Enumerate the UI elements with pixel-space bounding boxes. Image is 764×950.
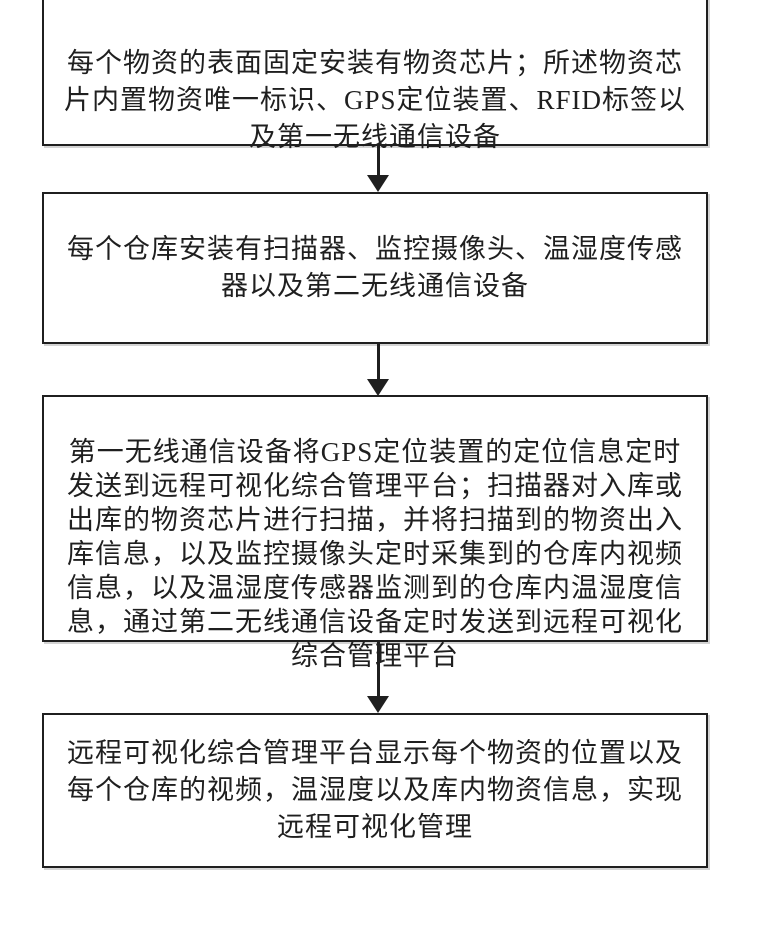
step-box-4: 远程可视化综合管理平台显示每个物资的位置以及 每个仓库的视频，温湿度以及库内物资… bbox=[42, 713, 708, 868]
step-text-3: 第一无线通信设备将GPS定位装置的定位信息定时 发送到远程可视化综合管理平台；扫… bbox=[67, 437, 683, 671]
arrow-shaft bbox=[376, 344, 380, 379]
flow-arrow-2 bbox=[367, 344, 389, 396]
step-box-3: 第一无线通信设备将GPS定位装置的定位信息定时 发送到远程可视化综合管理平台；扫… bbox=[42, 395, 708, 671]
arrow-shaft bbox=[376, 146, 380, 175]
step-text-4: 远程可视化综合管理平台显示每个物资的位置以及 每个仓库的视频，温湿度以及库内物资… bbox=[67, 738, 683, 842]
step-text-2: 每个仓库安装有扫描器、监控摄像头、温湿度传感 器以及第二无线通信设备 bbox=[67, 234, 683, 301]
arrow-head-icon bbox=[367, 696, 389, 713]
step-box-2: 每个仓库安装有扫描器、监控摄像头、温湿度传感 器以及第二无线通信设备 bbox=[42, 192, 708, 344]
flow-arrow-1 bbox=[367, 146, 389, 192]
arrow-head-icon bbox=[367, 175, 389, 192]
arrow-shaft bbox=[376, 642, 380, 696]
arrow-head-icon bbox=[367, 379, 389, 396]
step-text-1: 每个物资的表面固定安装有物资芯片；所述物资芯 片内置物资唯一标识、GPS定位装置… bbox=[63, 48, 687, 152]
flow-arrow-3 bbox=[367, 642, 389, 713]
step-box-1: 每个物资的表面固定安装有物资芯片；所述物资芯 片内置物资唯一标识、GPS定位装置… bbox=[42, 0, 708, 152]
